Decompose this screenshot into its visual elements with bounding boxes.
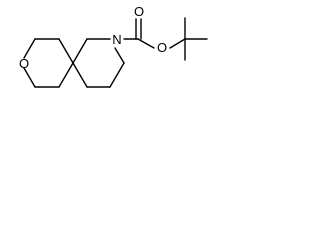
bond-spiro-to-lower-right-carbon	[58, 62, 74, 88]
bond-upper-right-carbon-to-spiro	[58, 38, 74, 64]
chemical-structure-diagram: O N O O	[19, 4, 208, 88]
bond-lower-left-carbon-to-spiro	[72, 62, 88, 88]
bond-ring-carbon-to-lower-carbon	[109, 62, 125, 88]
bond-ester-o-to-quaternary-carbon	[169, 38, 186, 49]
bond-o-to-upper-left-carbon	[23, 38, 36, 59]
piperidine-ring	[72, 38, 125, 88]
boc-group	[123, 17, 208, 61]
ring-oxygen-label: O	[19, 56, 29, 71]
ester-oxygen-label: O	[157, 40, 167, 55]
bond-lower-left-carbon-to-o	[23, 67, 36, 88]
oxane-ring	[23, 38, 74, 88]
bond-n-to-ring-carbon	[114, 47, 125, 64]
bond-spiro-to-methylene	[72, 38, 88, 64]
carbonyl-oxygen-label: O	[134, 4, 144, 19]
ring-nitrogen-label: N	[112, 32, 121, 47]
bond-carbonyl-carbon-to-ester-o	[137, 38, 155, 49]
